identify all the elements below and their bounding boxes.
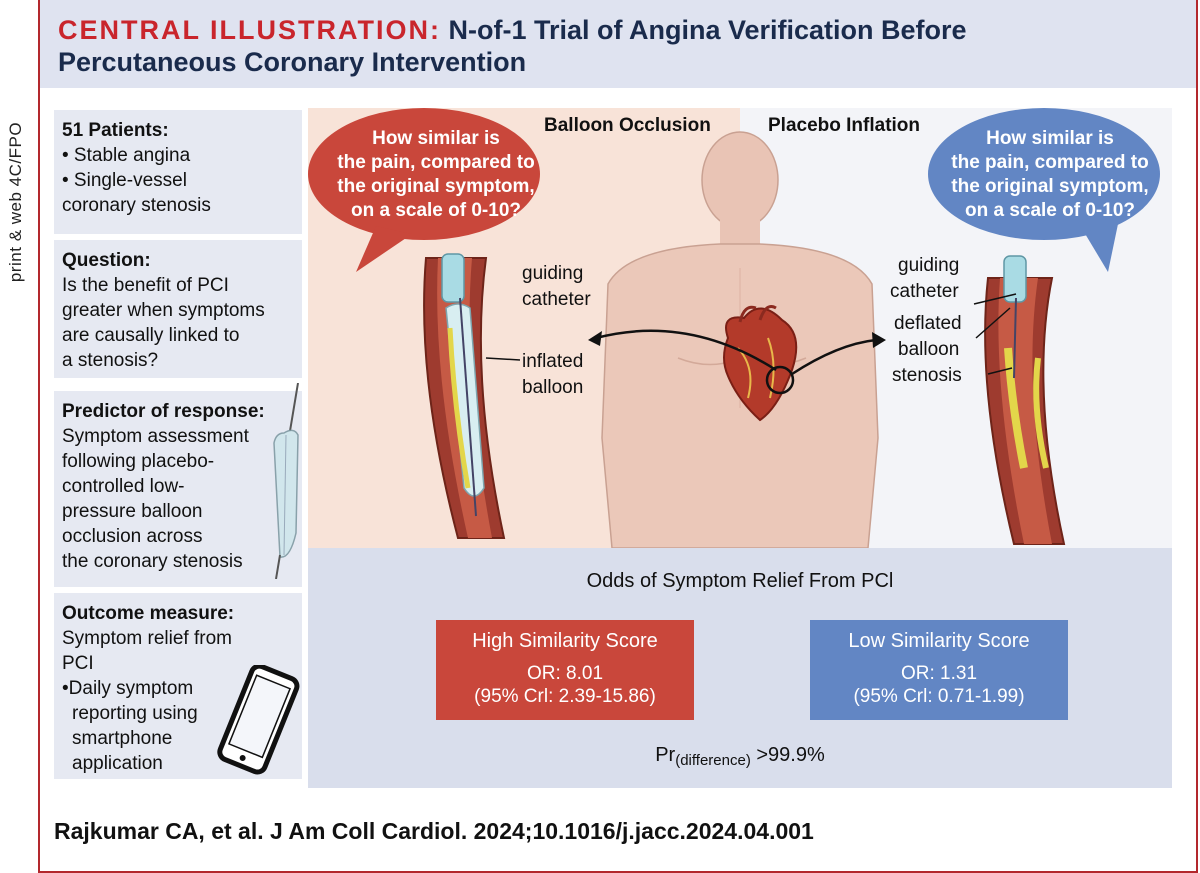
bubble-line: the pain, compared to	[337, 152, 535, 173]
header: CENTRAL ILLUSTRATION: N-of-1 Trial of An…	[40, 0, 1196, 88]
low-similarity-box: Low Similarity Score OR: 1.31 (95% Crl: …	[810, 620, 1068, 720]
question-line: are causally linked to	[62, 325, 240, 346]
smartphone-icon	[217, 665, 300, 775]
header-title-2: Percutaneous Coronary Intervention	[58, 47, 527, 77]
right-label-catheter: catheter	[890, 281, 959, 302]
question-line: Is the benefit of PCI	[62, 275, 229, 296]
left-label-guiding: guiding	[522, 263, 584, 284]
right-vessel-icon	[973, 255, 1066, 545]
predictor-line: the coronary stenosis	[62, 551, 243, 572]
balloon-occlusion-title: Balloon Occlusion	[544, 115, 711, 136]
anatomy-illustration	[308, 108, 1160, 548]
left-bubble-text: How similar is the pain, compared to the…	[320, 127, 552, 223]
outcome-line: application	[72, 753, 163, 774]
header-line-1: CENTRAL ILLUSTRATION: N-of-1 Trial of An…	[58, 14, 1178, 46]
prob-prefix: Pr	[655, 744, 676, 766]
low-similarity-label: Low Similarity Score	[848, 630, 1030, 652]
outcome-heading: Outcome measure:	[62, 603, 235, 624]
bubble-line: How similar is	[986, 128, 1114, 149]
right-label-guiding: guiding	[898, 255, 960, 276]
low-similarity-or: OR: 1.31	[900, 663, 978, 684]
patients-bullet-2b: coronary stenosis	[62, 195, 211, 216]
outcome-line: smartphone	[72, 728, 173, 749]
figure-frame	[38, 0, 1198, 873]
low-similarity-ci: (95% Crl: 0.71-1.99)	[853, 686, 1025, 707]
predictor-line: following placebo-	[62, 451, 215, 472]
bubble-line: on a scale of 0-10?	[964, 200, 1135, 221]
predictor-line: pressure balloon	[62, 501, 203, 522]
probability-difference: Pr(difference) >99.9%	[308, 744, 1172, 769]
right-label-stenosis: stenosis	[892, 365, 962, 386]
left-speech-bubble	[308, 108, 540, 272]
outcome-line: •Daily symptom	[62, 678, 194, 699]
question-line: greater when symptoms	[62, 300, 265, 321]
left-label-catheter: catheter	[522, 289, 591, 310]
heart-icon	[723, 305, 798, 422]
prob-value: >99.9%	[750, 744, 825, 766]
question-line: a stenosis?	[62, 350, 159, 371]
results-panel: Odds of Symptom Relief From PCl High Sim…	[308, 548, 1172, 788]
outcome-line: reporting using	[72, 703, 198, 724]
print-note: print & web 4C/FPO	[6, 121, 25, 283]
prob-sub: (difference)	[675, 752, 751, 769]
bubble-line: on a scale of 0-10?	[350, 200, 521, 221]
outcome-line: PCI	[62, 653, 94, 674]
balloon-catheter-icon	[273, 383, 299, 579]
header-title-1: N-of-1 Trial of Angina Verification Befo…	[448, 15, 967, 45]
placebo-inflation-title: Placebo Inflation	[768, 115, 921, 136]
predictor-box: Predictor of response: Symptom assessmen…	[54, 383, 302, 587]
left-vessel-icon	[423, 253, 521, 539]
left-label-inflated: inflated	[522, 351, 584, 372]
patients-bullet-1: • Stable angina	[62, 145, 191, 166]
patients-bullet-2a: • Single-vessel	[62, 170, 187, 191]
patients-heading: 51 Patients:	[62, 120, 169, 141]
outcome-box: Outcome measure: Symptom relief from PCI…	[54, 593, 302, 779]
high-similarity-ci: (95% Crl: 2.39-15.86)	[474, 686, 656, 707]
predictor-heading: Predictor of response:	[62, 401, 265, 422]
outcome-line: Symptom relief from	[62, 628, 232, 649]
bubble-line: the original symptom,	[337, 176, 535, 197]
high-similarity-label: High Similarity Score	[472, 630, 658, 652]
bubble-line: the original symptom,	[951, 176, 1149, 197]
high-similarity-or: OR: 8.01	[526, 663, 604, 684]
bubble-line: the pain, compared to	[951, 152, 1149, 173]
bubble-line: How similar is	[372, 128, 500, 149]
side-note: print & web 4C/FPO	[2, 84, 30, 320]
predictor-line: Symptom assessment	[62, 426, 249, 447]
predictor-line: occlusion across	[62, 526, 203, 547]
right-label-balloon: balloon	[898, 339, 960, 360]
header-brand: CENTRAL ILLUSTRATION:	[58, 15, 441, 45]
patients-box: 51 Patients: • Stable angina • Single-ve…	[54, 110, 302, 234]
question-box: Question: Is the benefit of PCI greater …	[54, 240, 302, 378]
high-similarity-box: High Similarity Score OR: 8.01 (95% Crl:…	[436, 620, 694, 720]
predictor-line: controlled low-	[62, 476, 185, 497]
question-heading: Question:	[62, 250, 151, 271]
right-speech-bubble	[928, 108, 1160, 272]
left-label-balloon: balloon	[522, 377, 584, 398]
right-label-deflated: deflated	[894, 313, 962, 334]
arrows	[588, 329, 886, 376]
citation: Rajkumar CA, et al. J Am Coll Cardiol. 2…	[54, 818, 814, 844]
results-title: Odds of Symptom Relief From PCl	[586, 570, 894, 592]
right-bubble-text: How similar is the pain, compared to the…	[934, 127, 1166, 223]
